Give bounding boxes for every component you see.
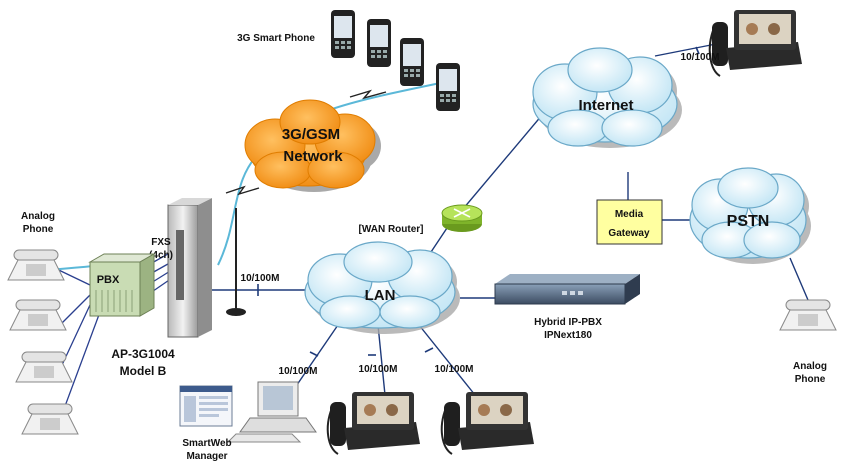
smart-phone-icon: [331, 10, 355, 58]
link-ticks: [257, 46, 700, 357]
analog-phone-icon: [15, 351, 73, 383]
fxs-label-line2: (4ch): [149, 250, 173, 261]
wan-router: [WAN Router]: [359, 204, 483, 235]
media-gateway: Media Gateway: [596, 199, 663, 245]
video-phone-lan-1: 10/100M: [326, 364, 420, 455]
gateway-model-line1: AP-3G1004: [111, 347, 175, 361]
web-manager-label-line2: Manager: [186, 451, 227, 462]
pstn-label: PSTN: [727, 213, 770, 230]
gsm-network-cloud: 3G/GSM Network: [244, 99, 381, 192]
pbx-box: PBX: [88, 253, 156, 317]
router-arrows-icon: [453, 208, 471, 218]
analog-phone-icon: [21, 403, 79, 435]
lan-label: LAN: [365, 287, 396, 304]
wireless-zigzag-top: [349, 89, 387, 100]
smart-phone-icon: [400, 38, 424, 86]
speed-internet-label: 10/100M: [681, 52, 720, 63]
speed-phone2-label: 10/100M: [435, 364, 474, 375]
keyboard-icon: [226, 433, 302, 443]
lan-phone2-link: [414, 319, 476, 396]
internet-label: Internet: [578, 97, 633, 114]
speed-phone1-label: 10/100M: [359, 364, 398, 375]
pstn-analog-link: [789, 257, 809, 301]
gsm-label-line1: 3G/GSM: [282, 126, 340, 143]
analog-phone-icon: [7, 249, 65, 281]
lan-cloud: LAN: [304, 241, 460, 334]
web-manager-label-line1: SmartWeb: [182, 438, 231, 449]
lan-phone1-link: [377, 324, 386, 396]
gsm-label-line2: Network: [283, 148, 343, 165]
lan-router-link: [430, 227, 448, 253]
analog-phones-left: Analog Phone: [7, 211, 79, 435]
pstn-cloud: PSTN: [689, 167, 811, 264]
smart-phone-icon: [367, 19, 391, 67]
speed-gateway-label: 10/100M: [241, 273, 280, 284]
gateway-model-line2: Model B: [120, 364, 167, 378]
internet-cloud: Internet: [532, 47, 682, 148]
pbx-label: PBX: [97, 274, 120, 286]
analog-phone-icon: [9, 299, 67, 331]
analog-phone-right: Analog Phone: [779, 299, 837, 385]
analog-phone-right-label-line2: Phone: [795, 374, 826, 385]
smart-phones: 3G Smart Phone: [237, 10, 460, 111]
video-phone-internet: 10/100M: [681, 10, 802, 77]
wireless-zigzag-bottom: [225, 185, 260, 196]
smart-phone-icon: [436, 63, 460, 111]
analog-phone-icon: [779, 299, 837, 331]
video-phone-lan-2: 10/100M: [435, 364, 534, 455]
hybrid-ip-pbx: Hybrid IP-PBX IPNext180: [494, 274, 640, 341]
ippbx-label-line1: Hybrid IP-PBX: [534, 317, 602, 328]
fxs-label-line1: FXS: [151, 237, 171, 248]
speed-pc-label: 10/100M: [279, 366, 318, 377]
media-gateway-label-line1: Media: [615, 209, 644, 220]
analog-phone-left-label-line2: Phone: [23, 224, 54, 235]
ippbx-label-line2: IPNext180: [544, 330, 592, 341]
smart-phone-label: 3G Smart Phone: [237, 33, 315, 44]
analog-phone-right-label-line1: Analog: [793, 361, 827, 372]
analog-phone-left-label-line1: Analog: [21, 211, 55, 222]
wan-router-label: [WAN Router]: [359, 224, 424, 235]
smartweb-manager-pc: SmartWeb Manager 10/100M: [179, 366, 318, 462]
media-gateway-label-line2: Gateway: [608, 228, 650, 239]
internet-videophone-link: [654, 43, 717, 57]
ap-3g1004-gateway: FXS (4ch) AP-3G1004 Model B 10/100M: [111, 198, 279, 378]
